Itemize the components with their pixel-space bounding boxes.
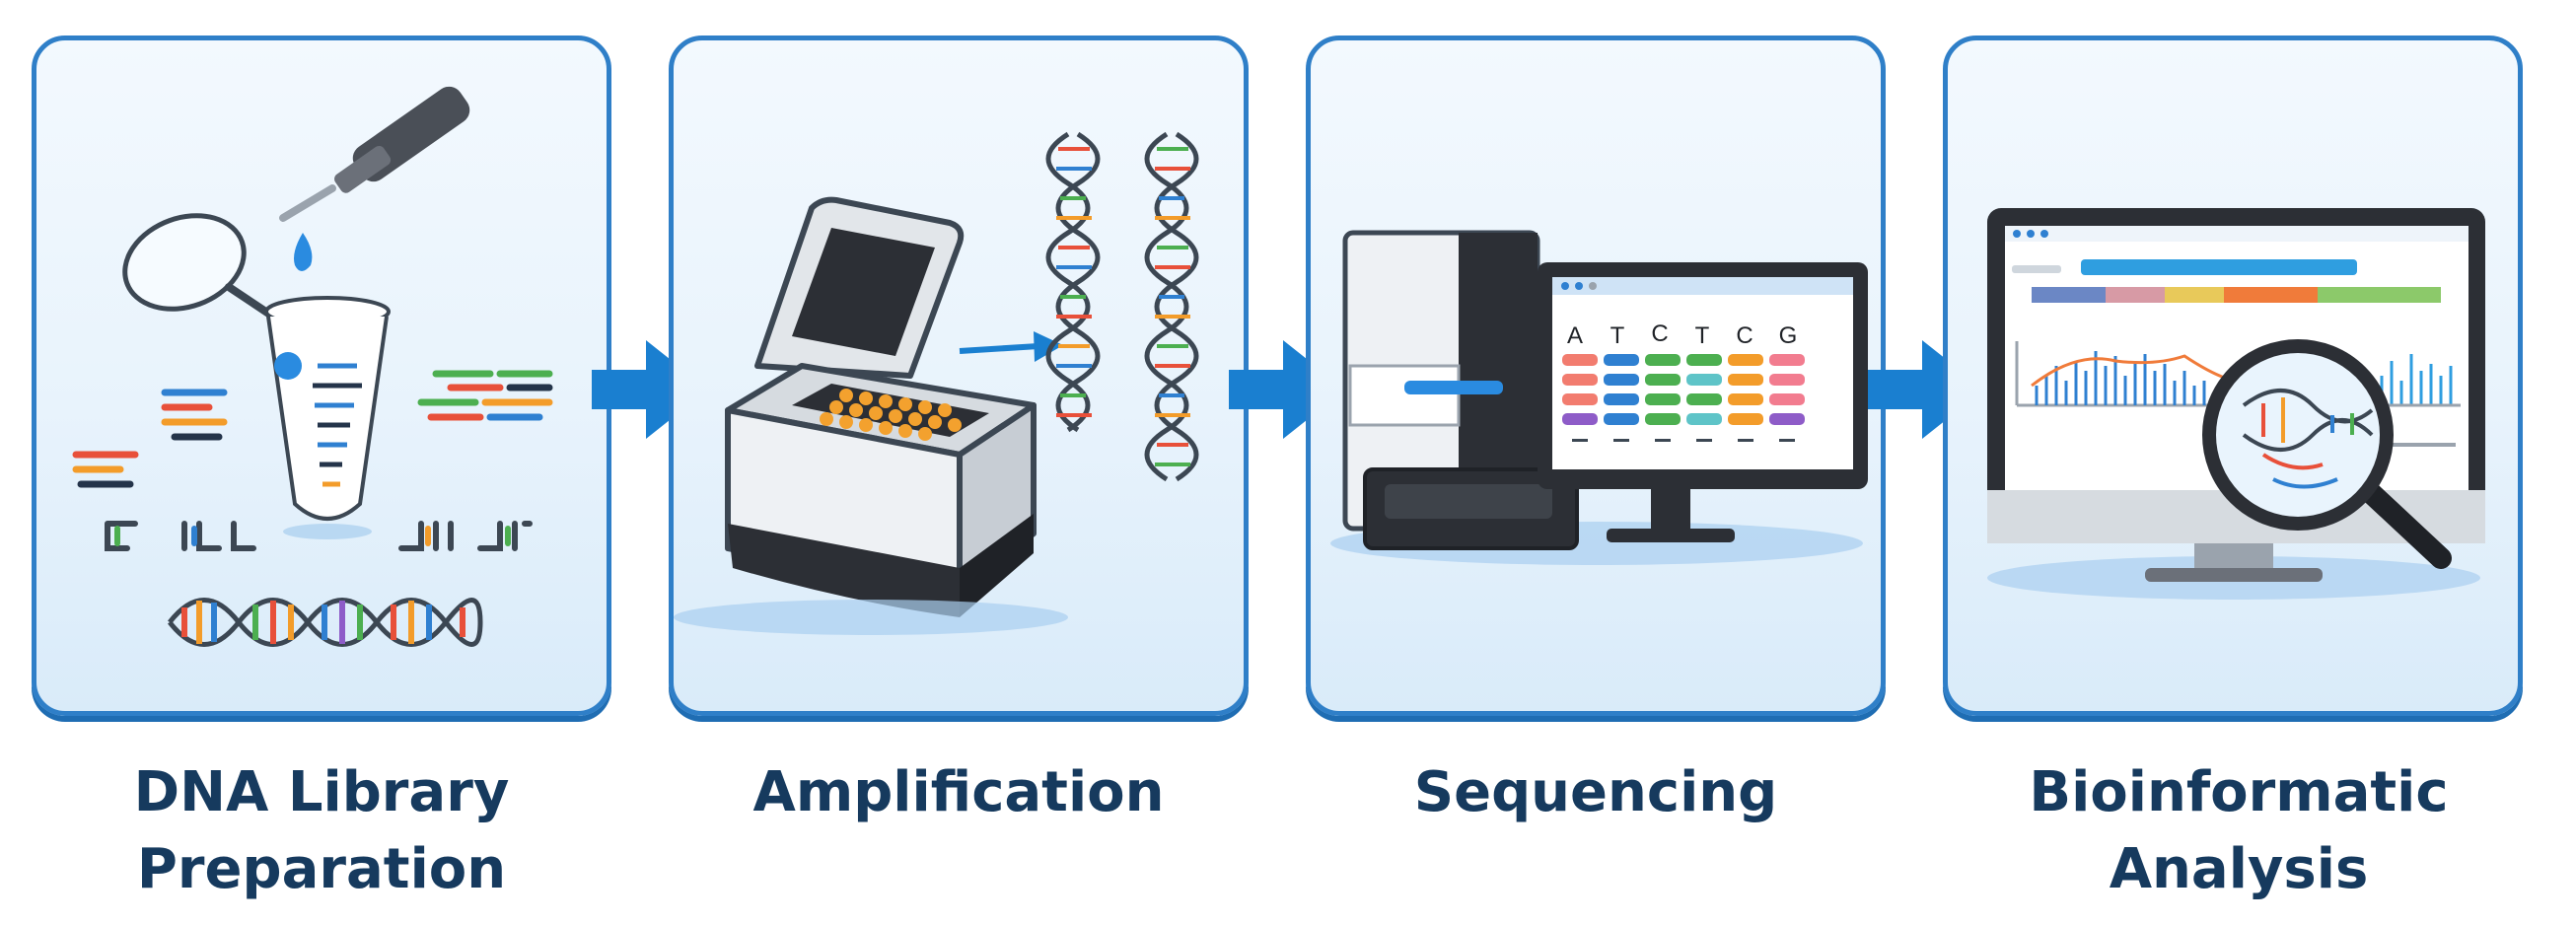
dna-double-helix-icon	[168, 598, 483, 647]
dna-helix-copy-2-icon	[1144, 131, 1199, 482]
panel-bioinformatic-analysis	[1943, 36, 2523, 716]
base-call-6: G	[1779, 322, 1798, 349]
library-prep-illustration	[72, 86, 553, 647]
panel-sequencing: A T C T C G	[1306, 36, 1886, 716]
amplification-arrow	[959, 331, 1063, 362]
flow-arrow-1	[592, 340, 708, 439]
step-label-bioinformatic-analysis: Bioinformatic Analysis	[1913, 754, 2564, 908]
step-4-label: Bioinformatic Analysis	[2029, 760, 2449, 901]
base-call-1: A	[1567, 322, 1583, 349]
analysis-bar-chart	[2015, 341, 2235, 407]
sequencer-machine-icon	[1342, 230, 1579, 550]
flow-arrow-2	[1229, 340, 1345, 439]
flow-arrow-3	[1868, 340, 1984, 439]
amplification-illustration	[674, 131, 1199, 635]
dna-fragments-right	[417, 370, 553, 421]
thermal-cycler-icon	[674, 196, 1068, 635]
sequencing-illustration: A T C T C G	[1330, 230, 1868, 565]
step-2-label: Amplification	[752, 760, 1165, 824]
analysis-bar-chart-right	[2380, 354, 2461, 447]
adapter-fragments	[105, 521, 533, 551]
dna-fragments-left	[72, 389, 228, 488]
panel-dna-library-preparation	[32, 36, 611, 716]
analysis-illustration	[1987, 208, 2485, 600]
magnifier-icon	[122, 213, 277, 320]
step-3-label: Sequencing	[1413, 760, 1778, 824]
magnifying-glass-icon	[2202, 339, 2452, 569]
dna-helix-copy-1-icon	[1045, 131, 1101, 433]
base-call-3: C	[1651, 320, 1668, 347]
test-tube-icon	[264, 296, 391, 539]
base-call-2: T	[1610, 322, 1625, 349]
step-1-label-line-1: DNA Library	[133, 760, 510, 824]
step-label-dna-library-preparation: DNA Library Preparation	[32, 754, 611, 908]
pipette-icon	[279, 86, 470, 271]
step-label-sequencing: Sequencing	[1306, 754, 1886, 831]
base-call-5: C	[1736, 322, 1753, 349]
base-call-grid	[1562, 354, 1805, 442]
panel-amplification	[669, 36, 1249, 716]
step-1-label-line-2: Preparation	[136, 837, 507, 901]
base-calls-header: A T C T C G	[1567, 320, 1797, 349]
base-call-4: T	[1695, 322, 1710, 349]
step-label-amplification: Amplification	[669, 754, 1249, 831]
